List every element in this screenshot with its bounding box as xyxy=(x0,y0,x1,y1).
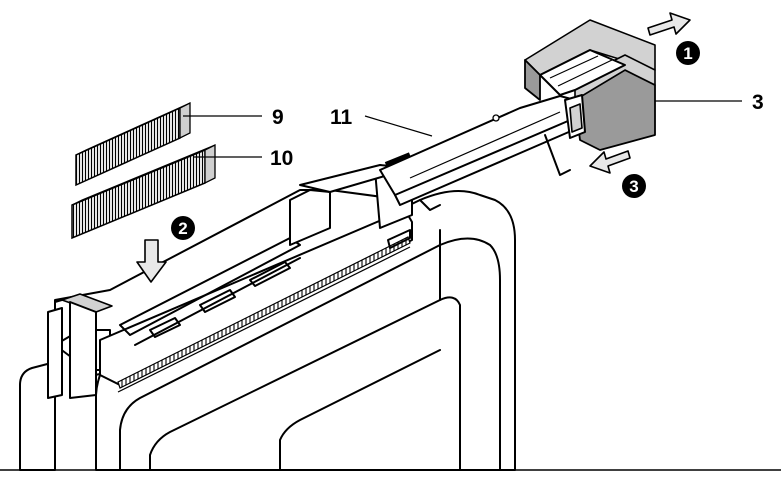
arrow-step-1-icon xyxy=(647,12,691,36)
label-10: 10 xyxy=(270,147,293,170)
staple-strip-9 xyxy=(75,101,191,187)
pusher-rail xyxy=(379,95,579,211)
label-11: 11 xyxy=(330,106,353,129)
arrow-step-2-icon xyxy=(136,239,167,283)
arrow-step-3-icon xyxy=(589,150,631,174)
pusher-cap xyxy=(524,19,656,151)
stapler-body xyxy=(19,190,516,471)
magazine-base xyxy=(47,161,413,399)
step-1-number: 1 xyxy=(683,44,692,63)
leader-lines xyxy=(183,100,742,158)
staple-strip-10 xyxy=(71,143,216,240)
step-3-number: 3 xyxy=(629,177,638,196)
label-3: 3 xyxy=(752,91,764,114)
step-badge-1: 1 xyxy=(676,41,700,65)
step-badge-3: 3 xyxy=(622,174,646,198)
step-2-number: 2 xyxy=(178,219,187,238)
step-badge-2: 2 xyxy=(171,216,195,240)
label-9: 9 xyxy=(272,106,284,129)
